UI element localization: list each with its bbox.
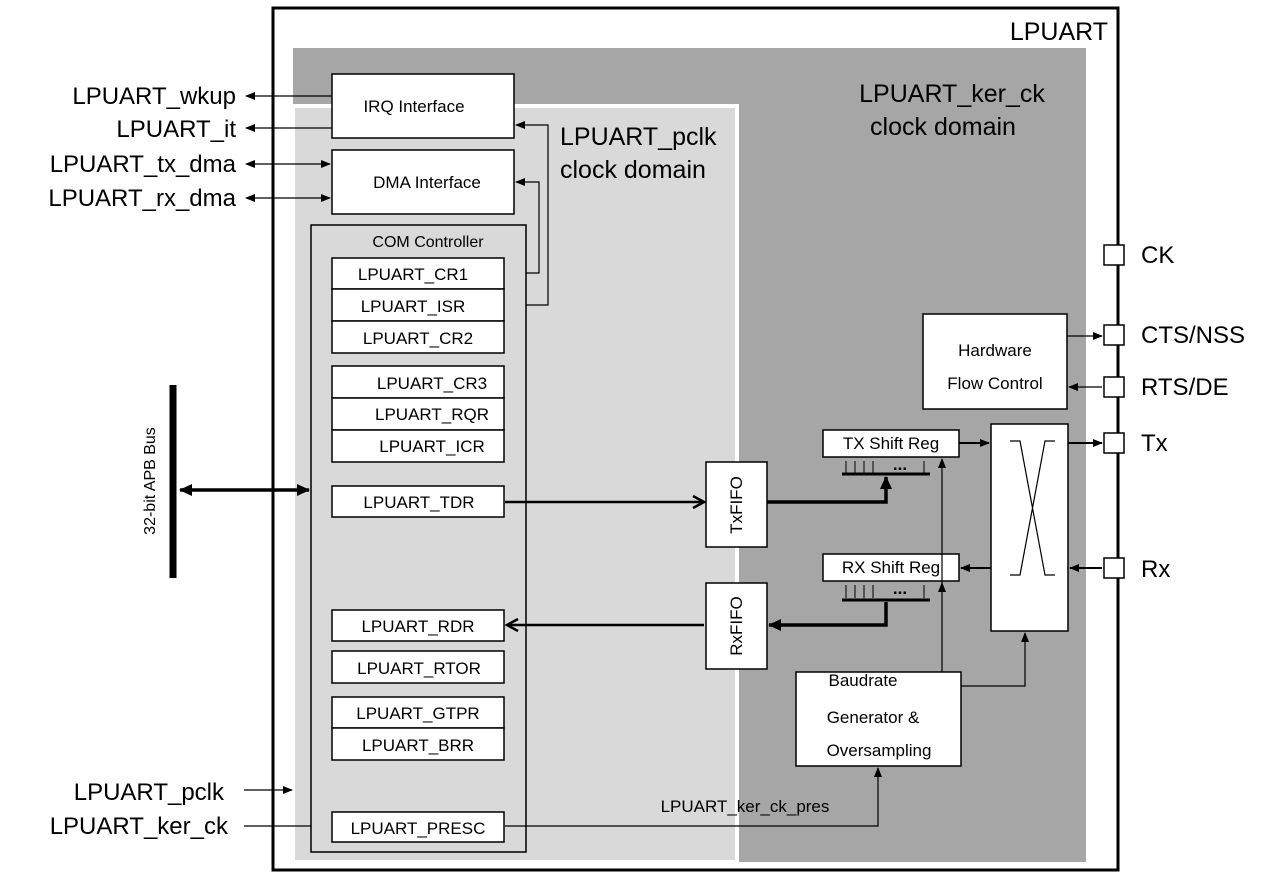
baud-to-crossbar <box>961 632 1029 687</box>
reg-cr2-box <box>331 320 505 354</box>
pin-tx <box>1103 432 1125 454</box>
baud-label-2: Generator & <box>827 708 920 727</box>
pin-rts <box>1103 376 1125 398</box>
baud-label-1: Baudrate <box>829 671 898 690</box>
reg-presc-box <box>331 811 505 843</box>
rx-shift-reg-box <box>822 553 960 582</box>
baud-label-3: Oversampling <box>827 741 932 760</box>
tx-dots: ... <box>893 455 907 474</box>
pin-ck <box>1103 244 1125 266</box>
reg-rtor-box <box>331 650 505 684</box>
rx-shift-reg-label: RX Shift Reg <box>842 558 940 577</box>
txfifo-label: TxFIFO <box>727 476 746 534</box>
pin-cts <box>1103 324 1125 346</box>
reg-icr-box <box>331 429 505 463</box>
reg-isr-box <box>331 288 505 322</box>
signal-it: LPUART_it <box>116 116 236 143</box>
pclk-domain-label-1: LPUART_pclk <box>560 123 717 151</box>
lpuart-title: LPUART <box>1010 18 1108 46</box>
signal-pclk: LPUART_pclk <box>74 779 225 806</box>
pclk-domain-label-2: clock domain <box>560 156 706 184</box>
rxfifo-box <box>705 582 768 670</box>
reg-cr3-box <box>331 365 505 399</box>
reg-rtor: LPUART_RTOR <box>357 659 481 678</box>
dma-interface-box <box>331 149 515 215</box>
ker-ck-pres-label: LPUART_ker_ck_pres <box>661 797 830 816</box>
reg-brr-box <box>331 727 505 761</box>
signal-wkup: LPUART_wkup <box>72 83 236 110</box>
signal-rx-dma: LPUART_rx_dma <box>48 185 236 212</box>
reg-presc: LPUART_PRESC <box>351 819 486 838</box>
presc-to-baud <box>505 767 882 827</box>
rx-parallel-ticks <box>845 585 925 598</box>
reg-gtpr: LPUART_GTPR <box>356 704 479 723</box>
txfifo-to-tx-shift <box>767 476 892 504</box>
reg-tdr: LPUART_TDR <box>363 493 474 512</box>
hw-flow-label-2: Flow Control <box>947 374 1042 393</box>
signal-tx-dma: LPUART_tx_dma <box>50 151 237 178</box>
txfifo-box <box>705 461 768 548</box>
dma-interface-label: DMA Interface <box>373 173 481 192</box>
tx-parallel-ticks <box>845 461 925 473</box>
pin-rx-label: Rx <box>1141 556 1170 583</box>
tx-shift-reg-box <box>822 429 960 458</box>
apb-bus-label: 32-bit APB Bus <box>142 427 159 535</box>
crossbar-switch-symbol <box>1010 440 1055 576</box>
rx-shift-to-rxfifo <box>768 602 888 631</box>
rxfifo-label: RxFIFO <box>727 596 746 656</box>
reg-cr1: LPUART_CR1 <box>358 265 468 284</box>
crossbar-switch-box <box>990 423 1069 632</box>
reg-isr: LPUART_ISR <box>361 297 466 316</box>
reg-icr: LPUART_ICR <box>379 437 485 456</box>
pin-rx <box>1103 557 1125 579</box>
ker-domain-label-2: clock domain <box>870 113 1016 141</box>
baudrate-generator-box <box>795 671 962 767</box>
pin-ck-label: CK <box>1141 242 1174 269</box>
pin-rts-label: RTS/DE <box>1141 374 1229 401</box>
ker-domain-label-1: LPUART_ker_ck <box>859 80 1045 108</box>
reg-brr: LPUART_BRR <box>362 736 474 755</box>
reg-cr2: LPUART_CR2 <box>363 329 473 348</box>
pin-cts-label: CTS/NSS <box>1141 322 1245 349</box>
com-controller-label: COM Controller <box>372 234 484 251</box>
hw-flow-label-1: Hardware <box>958 341 1032 360</box>
reg-rdr-box <box>331 609 505 642</box>
reg-rdr: LPUART_RDR <box>361 617 474 636</box>
reg-tdr-box <box>331 485 505 518</box>
reg-gtpr-box <box>331 696 505 729</box>
irq-interface-label: IRQ Interface <box>363 97 464 116</box>
pin-tx-label: Tx <box>1141 430 1168 457</box>
reg-cr3: LPUART_CR3 <box>377 374 487 393</box>
reg-rqr: LPUART_RQR <box>375 405 489 424</box>
tx-shift-reg-label: TX Shift Reg <box>843 434 939 453</box>
signal-ker-ck: LPUART_ker_ck <box>50 813 229 840</box>
irq-interface-box <box>331 73 515 139</box>
rx-dots: ... <box>893 579 907 598</box>
hw-flow-control-box <box>922 313 1068 410</box>
